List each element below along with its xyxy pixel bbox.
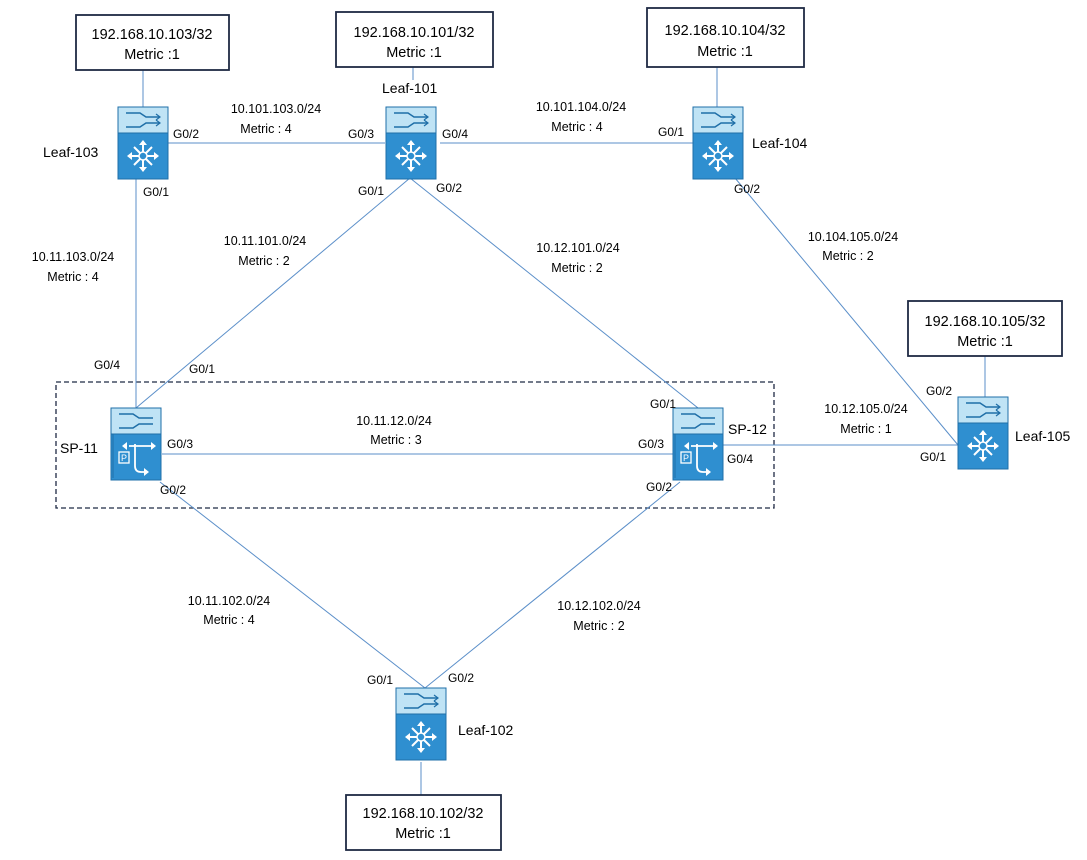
link-subnet-leaf101-sp11: 10.11.101.0/24 (224, 234, 307, 248)
link-sp12-leaf102 (424, 481, 681, 689)
link-metric-sp12-leaf102: Metric : 2 (573, 619, 624, 633)
iface-leaf104-g02: G0/2 (734, 182, 760, 196)
sp12-policy-spine-switch-icon (672, 407, 724, 481)
leaf103-nexus-switch-icon (117, 106, 169, 180)
loopback-metric-leaf105: Metric :1 (957, 334, 1013, 350)
iface-sp11-g03: G0/3 (167, 437, 193, 451)
loopback-box-leaf102 (345, 794, 502, 851)
link-metric-leaf101-sp12: Metric : 2 (551, 261, 602, 275)
iface-sp11-g01: G0/1 (189, 362, 215, 376)
leaf101-nexus-switch-icon (385, 106, 437, 180)
link-metric-sp11-leaf102: Metric : 4 (203, 613, 254, 627)
iface-leaf103-g02: G0/2 (173, 127, 199, 141)
loopback-metric-leaf104: Metric :1 (697, 44, 753, 60)
iface-sp12-g04: G0/4 (727, 452, 753, 466)
iface-leaf105-g01: G0/1 (920, 450, 946, 464)
iface-leaf102-g02: G0/2 (448, 671, 474, 685)
loopback-prefix-leaf104: 192.168.10.104/32 (665, 23, 786, 39)
link-subnet-sp11-sp12: 10.11.12.0/24 (356, 414, 432, 428)
device-label-sp12: SP-12 (728, 421, 767, 437)
loopback-prefix-leaf101: 192.168.10.101/32 (354, 25, 475, 41)
loopback-metric-leaf101: Metric :1 (386, 45, 442, 61)
iface-sp12-g02: G0/2 (646, 480, 672, 494)
sp11-policy-spine-switch-icon (110, 407, 162, 481)
link-leaf101-sp12 (409, 177, 699, 409)
iface-leaf101-g02: G0/2 (436, 181, 462, 195)
loopback-prefix-leaf102: 192.168.10.102/32 (363, 806, 484, 822)
link-subnet-leaf104-leaf105: 10.104.105.0/24 (808, 230, 898, 244)
iface-leaf102-g01: G0/1 (367, 673, 393, 687)
iface-leaf105-g02: G0/2 (926, 384, 952, 398)
iface-sp12-g03: G0/3 (638, 437, 664, 451)
loopback-box-leaf104 (646, 7, 805, 68)
iface-leaf104-g01: G0/1 (658, 125, 684, 139)
iface-sp11-g02: G0/2 (160, 483, 186, 497)
link-metric-leaf104-leaf105: Metric : 2 (822, 249, 873, 263)
loopback-prefix-leaf103: 192.168.10.103/32 (92, 27, 213, 43)
loopback-metric-leaf103: Metric :1 (124, 47, 180, 63)
device-label-leaf101: Leaf-101 (382, 80, 437, 96)
iface-sp11-g04: G0/4 (94, 358, 120, 372)
iface-leaf101-g01: G0/1 (358, 184, 384, 198)
link-subnet-sp12-leaf105: 10.12.105.0/24 (824, 402, 907, 416)
leaf102-nexus-switch-icon (395, 687, 447, 761)
link-sp11-leaf102 (159, 481, 426, 689)
device-label-leaf105: Leaf-105 (1015, 428, 1070, 444)
link-metric-sp11-sp12: Metric : 3 (370, 433, 421, 447)
iface-sp12-g01: G0/1 (650, 397, 676, 411)
link-subnet-leaf101-leaf104: 10.101.104.0/24 (536, 100, 626, 114)
link-subnet-leaf103-leaf101: 10.101.103.0/24 (231, 102, 321, 116)
link-metric-leaf103-sp11: Metric : 4 (47, 270, 98, 284)
link-metric-leaf101-leaf104: Metric : 4 (551, 120, 602, 134)
device-label-leaf104: Leaf-104 (752, 135, 807, 151)
device-label-leaf102: Leaf-102 (458, 722, 513, 738)
loopback-prefix-leaf105: 192.168.10.105/32 (925, 314, 1046, 330)
loopback-box-leaf105 (907, 300, 1063, 357)
link-subnet-sp11-leaf102: 10.11.102.0/24 (188, 594, 271, 608)
leaf104-nexus-switch-icon (692, 106, 744, 180)
link-subnet-sp12-leaf102: 10.12.102.0/24 (557, 599, 640, 613)
link-leaf104-leaf105 (734, 177, 959, 446)
link-subnet-leaf101-sp12: 10.12.101.0/24 (536, 241, 619, 255)
loopback-box-leaf101 (335, 11, 494, 68)
link-leaf101-sp11 (135, 177, 411, 409)
link-metric-sp12-leaf105: Metric : 1 (840, 422, 891, 436)
loopback-metric-leaf102: Metric :1 (395, 826, 451, 842)
link-subnet-leaf103-sp11: 10.11.103.0/24 (32, 250, 115, 264)
link-metric-leaf101-sp11: Metric : 2 (238, 254, 289, 268)
leaf105-nexus-switch-icon (957, 396, 1009, 470)
device-label-leaf103: Leaf-103 (43, 144, 98, 160)
loopback-box-leaf103 (75, 14, 230, 71)
device-label-sp11: SP-11 (60, 440, 98, 456)
link-metric-leaf103-leaf101: Metric : 4 (240, 122, 291, 136)
iface-leaf101-g03: G0/3 (348, 127, 374, 141)
iface-leaf101-g04: G0/4 (442, 127, 468, 141)
iface-leaf103-g01: G0/1 (143, 185, 169, 199)
